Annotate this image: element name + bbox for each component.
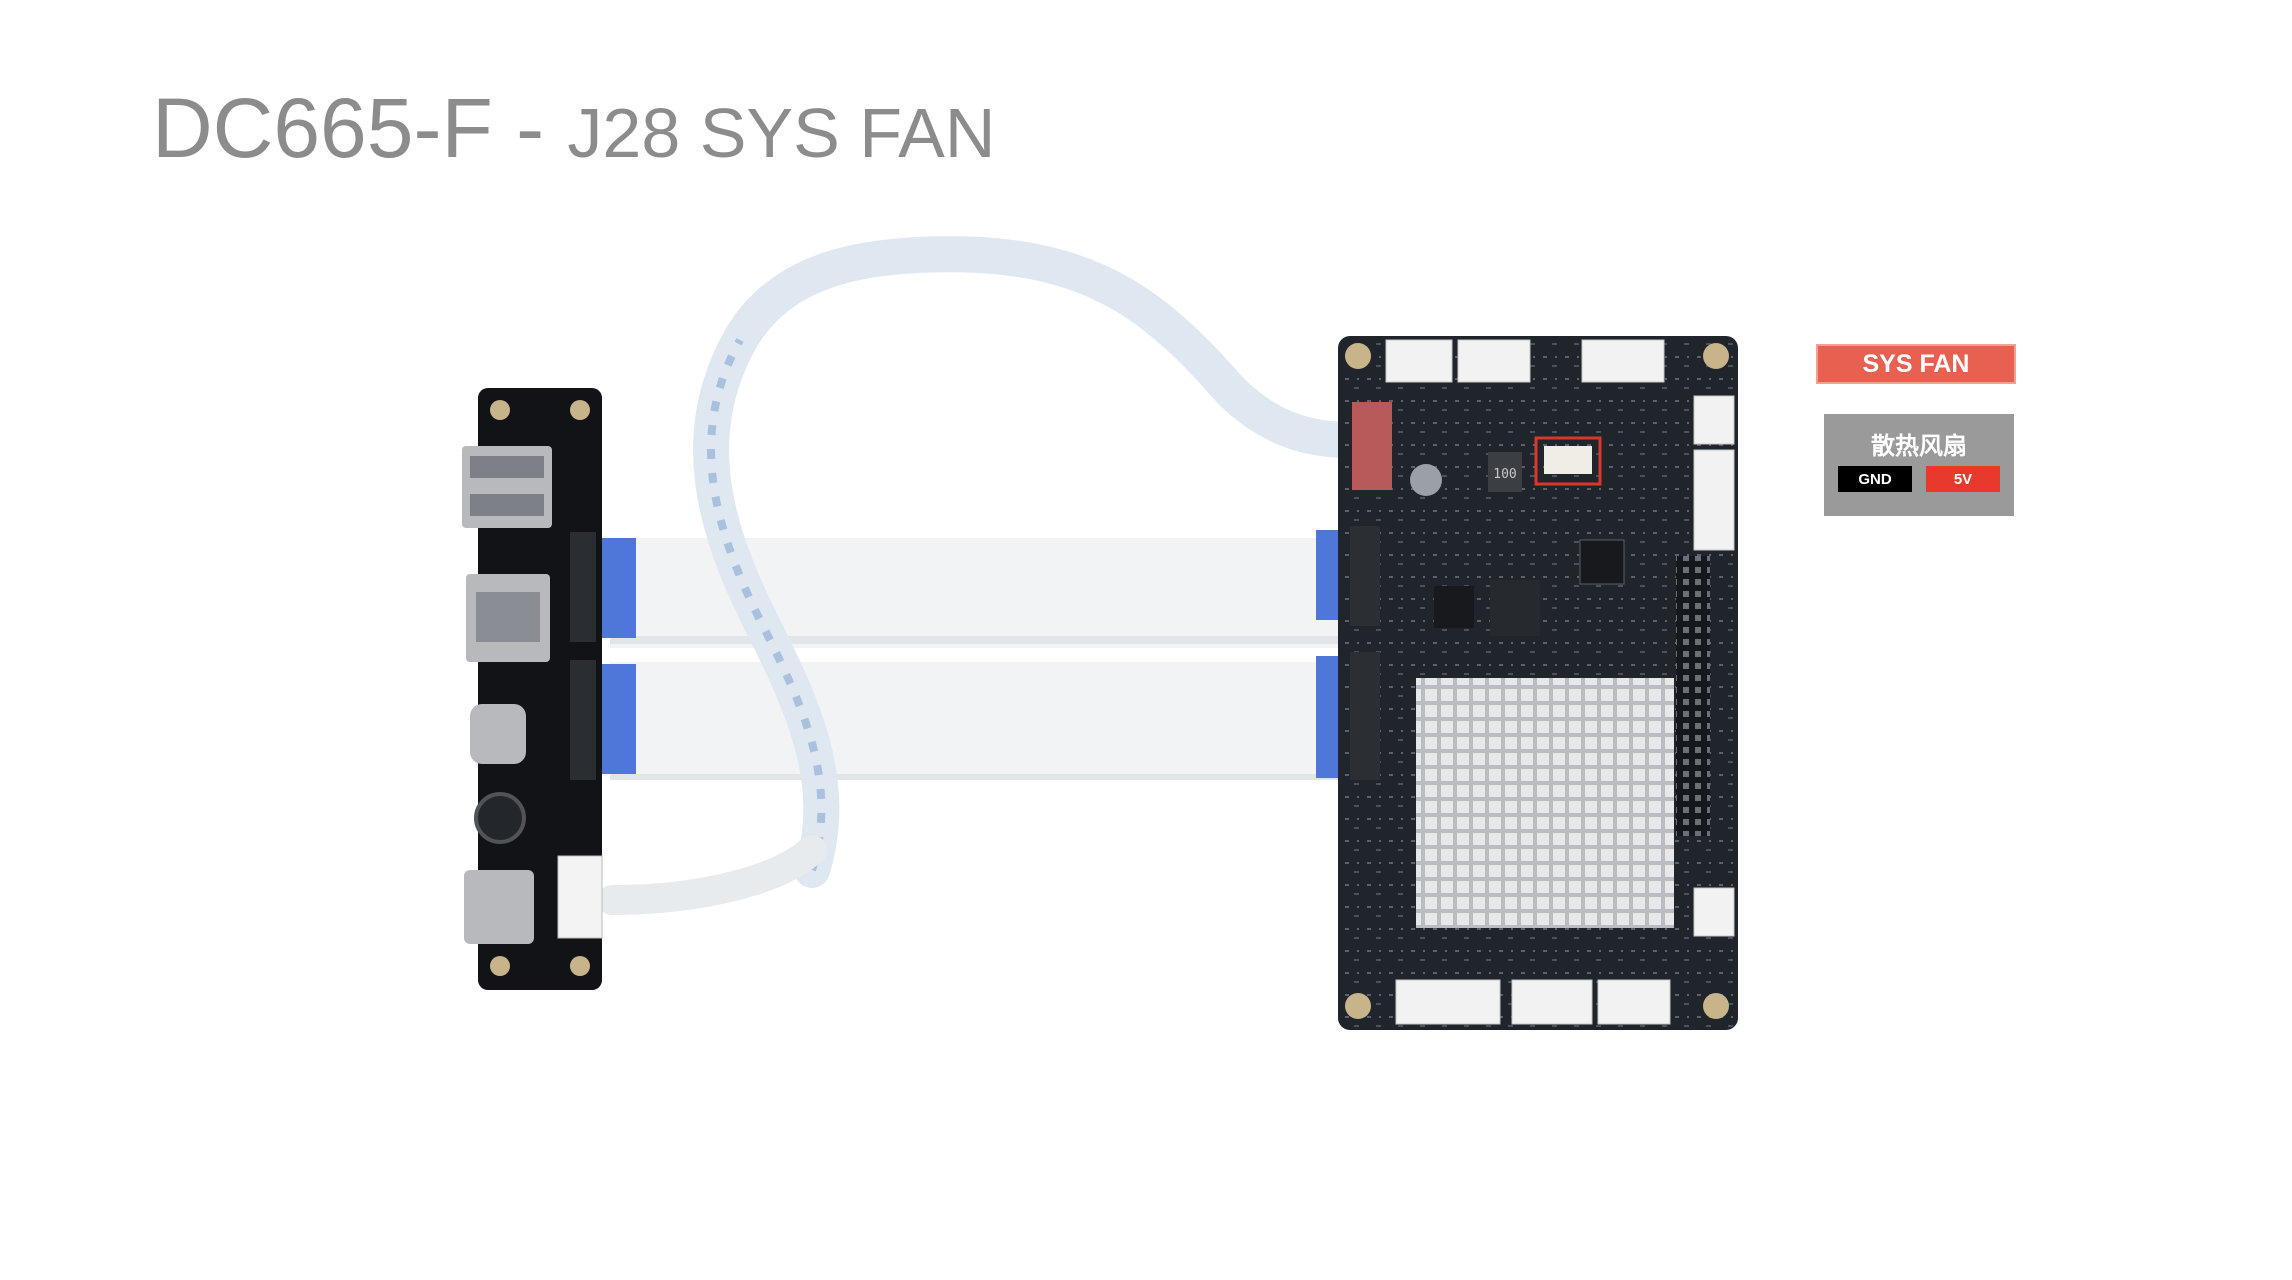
pin-gnd: GND	[1838, 466, 1912, 492]
sys-fan-badge: SYS FAN	[1816, 344, 2016, 384]
small-fan-connector	[557, 855, 603, 939]
dc-jack	[464, 870, 534, 944]
audio-jack	[474, 792, 526, 844]
heatsink	[1416, 678, 1674, 928]
fan-wire-harness	[597, 835, 827, 915]
main-board: 100	[1338, 336, 1738, 1030]
legend-chinese-label: 散热风扇	[1871, 432, 1967, 460]
title-model: DC665-F -	[152, 81, 568, 175]
j28-connector	[1544, 446, 1592, 474]
j28-highlight-box	[1534, 436, 1602, 486]
pinout-legend: 散热风扇 GND 5V	[1824, 414, 2014, 516]
title-connector: J28 SYS FAN	[567, 94, 996, 172]
page-title: DC665-F - J28 SYS FAN	[152, 86, 995, 170]
pin-5v: 5V	[1926, 466, 2000, 492]
io-board	[462, 388, 603, 990]
inductor-label: 100	[1493, 467, 1516, 482]
usb-c-port	[470, 704, 526, 764]
